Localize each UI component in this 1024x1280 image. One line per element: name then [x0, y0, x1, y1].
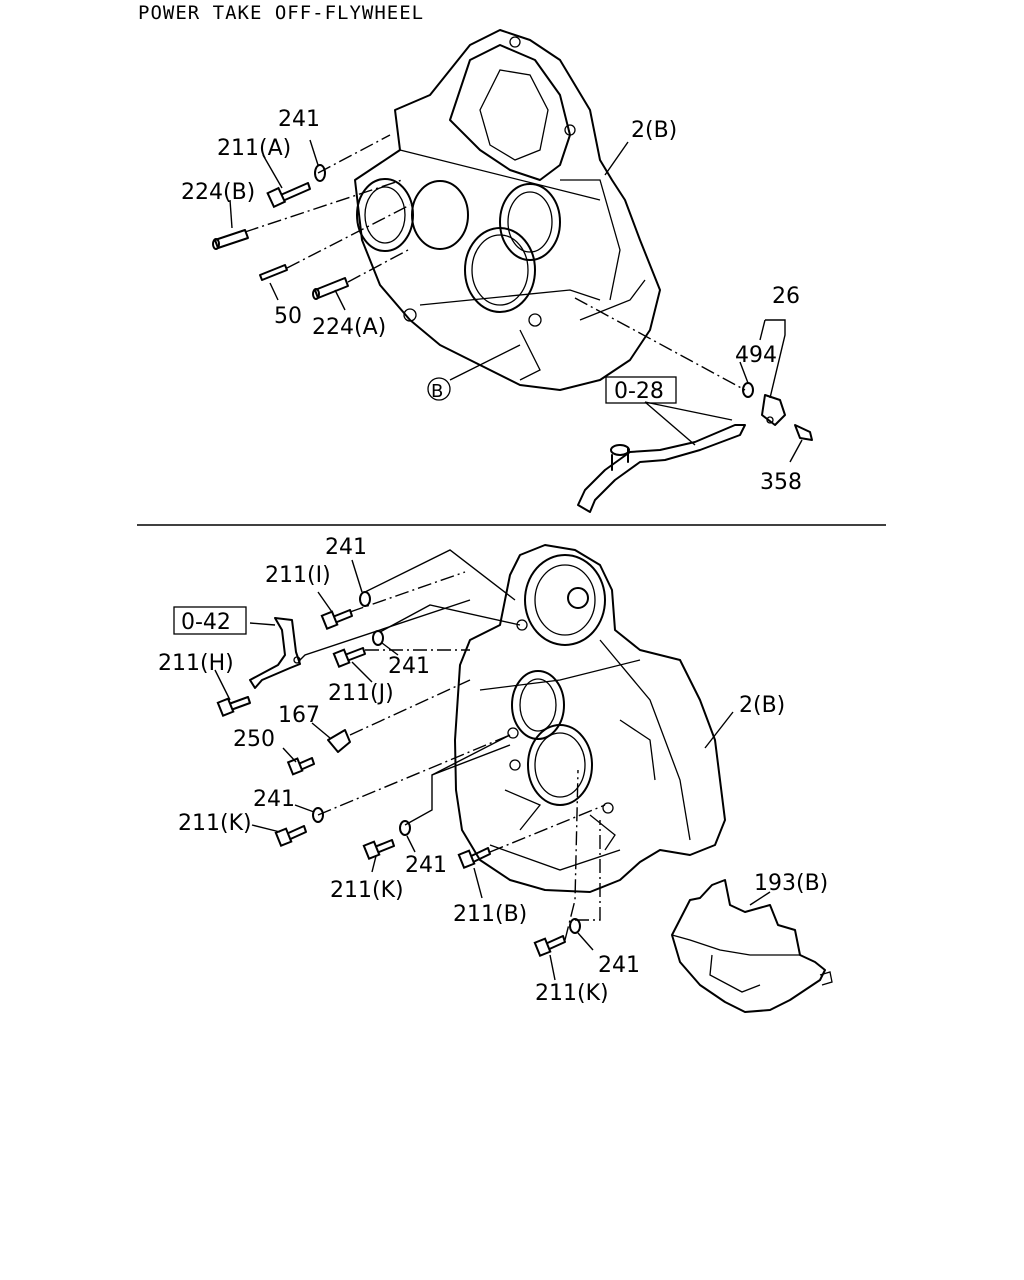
label-358: 358 [760, 470, 802, 495]
top-bolt-211a [266, 182, 311, 209]
top-pin-50 [259, 264, 288, 281]
label-2b-top: 2(B) [631, 118, 677, 143]
bottom-washer-241b [372, 630, 384, 646]
label-250: 250 [233, 727, 275, 752]
bottom-bolt-211k-c [533, 935, 566, 958]
label-211k-3: 211(K) [535, 981, 609, 1006]
top-pipe-0-28 [577, 424, 746, 513]
bottom-flywheel-housing [454, 544, 726, 893]
bottom-leader-lines [214, 549, 771, 981]
label-211k-1: 211(K) [178, 811, 252, 836]
label-241-b3: 241 [253, 787, 295, 812]
label-0-28: 0-28 [614, 379, 664, 404]
bottom-bolt-211k-b [362, 839, 395, 861]
label-2b-bottom: 2(B) [739, 693, 785, 718]
bottom-bracket-0-42 [249, 617, 301, 689]
bottom-bolt-211k-a [274, 825, 307, 848]
label-224b: 224(B) [181, 180, 255, 205]
label-211b: 211(B) [453, 902, 527, 927]
bottom-washer-241a [359, 591, 371, 607]
label-b: B [431, 381, 443, 402]
ref-box-0-28 [605, 376, 677, 404]
top-fitting-26 [761, 394, 786, 426]
top-stud-224b [212, 229, 249, 250]
label-241-b5: 241 [598, 953, 640, 978]
bottom-bolt-250 [286, 757, 315, 776]
bottom-bolt-211b [457, 847, 491, 870]
top-washer-241 [314, 164, 326, 182]
bottom-washer-241d [399, 820, 411, 836]
bottom-bolt-211j [332, 647, 366, 669]
bottom-washer-241c [312, 807, 324, 823]
top-bolt-358 [794, 424, 813, 441]
label-193b: 193(B) [754, 871, 828, 896]
page-title: POWER TAKE OFF-FLYWHEEL [138, 2, 425, 24]
label-211h: 211(H) [158, 651, 234, 676]
bottom-cover-193b [671, 879, 833, 1013]
bottom-washer-241e [569, 918, 581, 934]
bottom-bolt-211i [320, 609, 353, 631]
label-211a: 211(A) [217, 136, 291, 161]
callout-b-circle [427, 377, 451, 401]
ref-box-0-42 [173, 606, 247, 635]
label-241-b2: 241 [388, 654, 430, 679]
label-241-b4: 241 [405, 853, 447, 878]
label-211j: 211(J) [328, 681, 394, 706]
label-167: 167 [278, 703, 320, 728]
label-241-b1: 241 [325, 535, 367, 560]
bottom-plug-167 [327, 729, 351, 753]
label-26: 26 [772, 284, 800, 309]
label-494: 494 [735, 343, 777, 368]
label-211i: 211(I) [265, 563, 331, 588]
top-flywheel-housing [354, 29, 661, 391]
label-241-top: 241 [278, 107, 320, 132]
label-50: 50 [274, 304, 302, 329]
label-224a: 224(A) [312, 315, 386, 340]
label-0-42: 0-42 [181, 610, 231, 635]
top-stud-224a [312, 277, 349, 300]
label-211k-2: 211(K) [330, 878, 404, 903]
top-leader-lines [229, 134, 803, 463]
bottom-bolt-211h [216, 696, 251, 718]
